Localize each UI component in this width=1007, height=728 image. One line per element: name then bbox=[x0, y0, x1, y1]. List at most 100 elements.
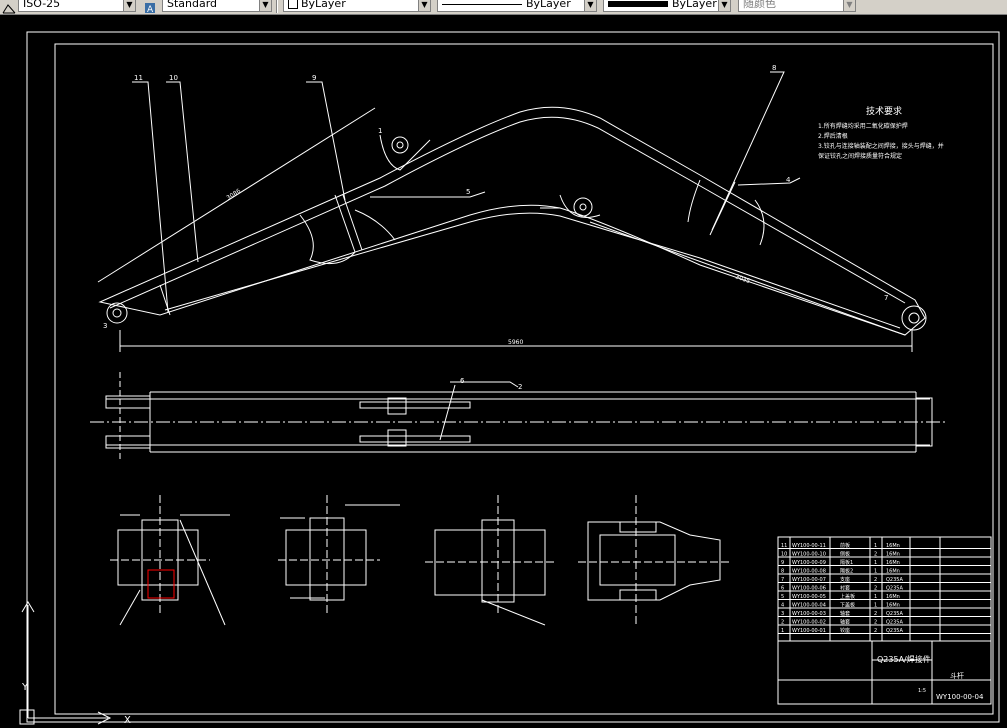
left-pin-boss bbox=[106, 302, 128, 324]
bom-cell-code: WY100-00-03 bbox=[792, 611, 826, 617]
bom-cell-code: WY100-00-02 bbox=[792, 620, 826, 626]
balloon-6: 6 bbox=[460, 377, 465, 385]
leader-8 bbox=[711, 71, 785, 231]
bom-cell-mat: 16Mn bbox=[886, 552, 900, 558]
middle-pin-boss bbox=[573, 197, 593, 217]
bom-cell-code: WY100-00-07 bbox=[792, 577, 826, 583]
chevron-down-icon: ▼ bbox=[418, 0, 430, 11]
arm-lower-inner bbox=[164, 212, 901, 329]
balloon-10: 10 bbox=[169, 74, 178, 82]
bom-cell-code: WY100-00-11 bbox=[792, 543, 826, 549]
drawing-outer-frame bbox=[26, 31, 1000, 723]
bom-cell-name: 隔板1 bbox=[840, 559, 853, 566]
bom-cell-mat: Q235A bbox=[886, 577, 903, 583]
bom-cell-qty: 1 bbox=[874, 543, 877, 549]
layer-color-select[interactable]: ByLayer ▼ bbox=[283, 0, 431, 12]
bom-cell-qty: 2 bbox=[874, 620, 877, 626]
textstyle-value: Standard bbox=[167, 0, 218, 10]
bom-cell-qty: 2 bbox=[874, 586, 877, 592]
bom-cell-mat: Q235A bbox=[886, 586, 903, 592]
bom-cell-name: 轴套 bbox=[840, 610, 850, 617]
bom-cell-qty: 2 bbox=[874, 611, 877, 617]
bom-cell-no: 6 bbox=[781, 586, 784, 592]
chevron-down-icon: ▼ bbox=[259, 0, 271, 11]
dim-line-lower bbox=[589, 221, 906, 336]
title-block bbox=[777, 536, 992, 705]
textstyle-icon[interactable]: A bbox=[143, 0, 157, 14]
plotstyle-select[interactable]: 随颜色 ▼ bbox=[738, 0, 856, 12]
bom-cell-no: 5 bbox=[781, 594, 784, 600]
balloon-1: 1 bbox=[378, 127, 382, 135]
dimstyle-icon[interactable] bbox=[2, 0, 16, 14]
balloon-7: 7 bbox=[884, 294, 888, 302]
bom-cell-mat: Q235A bbox=[886, 628, 903, 634]
leader-11 bbox=[132, 81, 169, 313]
tech-line-3: 3.铰孔与连接轴装配之间焊接，接头与焊缝，并 bbox=[818, 142, 944, 150]
balloon-11: 11 bbox=[134, 74, 143, 82]
bom-cell-no: 9 bbox=[781, 560, 784, 566]
bom-cell-no: 3 bbox=[781, 611, 784, 617]
linetype-value: ByLayer bbox=[526, 0, 571, 10]
chevron-down-icon: ▼ bbox=[584, 0, 596, 11]
svg-text:X: X bbox=[124, 715, 131, 726]
lineweight-value: ByLayer bbox=[672, 0, 717, 10]
bom-cell-mat: 16Mn bbox=[886, 594, 900, 600]
dim-line-upper bbox=[97, 107, 376, 283]
bom-cell-qty: 2 bbox=[874, 577, 877, 583]
bom-cell-name: 下盖板 bbox=[840, 602, 855, 609]
bom-cell-no: 10 bbox=[781, 552, 787, 558]
linetype-select[interactable]: ByLayer ▼ bbox=[437, 0, 597, 12]
balloon-4: 4 bbox=[786, 176, 791, 184]
balloon-9: 9 bbox=[312, 74, 316, 82]
section-view-b bbox=[278, 495, 400, 615]
bom-cell-qty: 1 bbox=[874, 560, 877, 566]
bom-cell-code: WY100-00-10 bbox=[792, 552, 826, 558]
bom-cell-code: WY100-00-05 bbox=[792, 594, 826, 600]
chevron-down-icon: ▼ bbox=[843, 0, 855, 11]
title-part-name: 斗杆 bbox=[950, 671, 964, 680]
bom-cell-name: 前板 bbox=[840, 542, 850, 549]
properties-toolbar: ISO-25 ▼ A Standard ▼ ByLayer ▼ ByLayer … bbox=[0, 0, 1007, 15]
color-swatch bbox=[288, 0, 298, 9]
dim-upper-text: 3086 bbox=[225, 188, 242, 202]
bom-cell-code: WY100-00-09 bbox=[792, 560, 826, 566]
bom-cell-code: WY100-00-01 bbox=[792, 628, 826, 634]
balloon-8: 8 bbox=[772, 64, 776, 72]
title-scale: 1:5 bbox=[918, 688, 926, 694]
right-pin-boss bbox=[901, 305, 927, 331]
bom-cell-no: 11 bbox=[781, 543, 787, 549]
dimstyle-select[interactable]: ISO-25 ▼ bbox=[18, 0, 136, 12]
textstyle-select[interactable]: Standard ▼ bbox=[162, 0, 272, 12]
arm-inner-profile bbox=[109, 116, 906, 309]
linetype-sample bbox=[442, 3, 522, 5]
bom-cell-mat: 16Mn bbox=[886, 603, 900, 609]
partition-9 bbox=[334, 194, 356, 253]
bom-cell-no: 2 bbox=[781, 620, 784, 626]
section-view-d bbox=[578, 495, 730, 625]
lineweight-select[interactable]: ByLayer ▼ bbox=[603, 0, 731, 12]
bom-cell-code: WY100-00-04 bbox=[792, 603, 826, 609]
lineweight-sample bbox=[608, 1, 668, 7]
balloon-3: 3 bbox=[103, 322, 107, 330]
bom-cell-mat: Q235A bbox=[886, 611, 903, 617]
leader-10 bbox=[166, 81, 199, 263]
bom-cell-no: 4 bbox=[781, 603, 784, 609]
ucs-icon: Y X bbox=[19, 601, 131, 726]
chevron-down-icon: ▼ bbox=[123, 0, 135, 11]
bom-cell-qty: 1 bbox=[874, 569, 877, 575]
title-material: Q235A/焊接件 bbox=[877, 654, 931, 664]
balloon-5: 5 bbox=[466, 188, 470, 196]
bom-cell-qty: 2 bbox=[874, 628, 877, 634]
bom-cell-no: 7 bbox=[781, 577, 784, 583]
bom-cell-mat: 16Mn bbox=[886, 560, 900, 566]
tech-line-4: 保证铰孔之间焊接质量符合规定 bbox=[818, 152, 902, 160]
bom-cell-mat: 16Mn bbox=[886, 543, 900, 549]
balloon-2: 2 bbox=[518, 383, 522, 391]
bom-cell-name: 侧板 bbox=[840, 551, 850, 558]
bom-cell-no: 1 bbox=[781, 628, 784, 634]
bom-cell-qty: 2 bbox=[874, 552, 877, 558]
bom-cell-mat: 16Mn bbox=[886, 569, 900, 575]
dim-lower-text: 3035 bbox=[734, 273, 751, 285]
tech-line-2: 2.焊后清根 bbox=[818, 132, 848, 140]
